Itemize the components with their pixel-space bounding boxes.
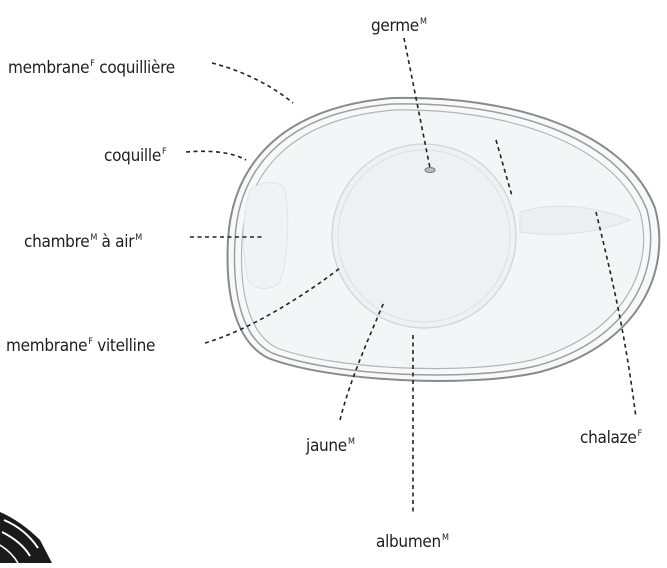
label-chalaze: chalazeF xyxy=(580,424,642,448)
label-membrane-vitelline: membraneF vitelline xyxy=(6,332,155,356)
air-chamber xyxy=(244,183,288,289)
label-coquille: coquilleF xyxy=(104,142,166,166)
yolk xyxy=(332,144,516,328)
label-jaune: jauneM xyxy=(306,432,355,456)
leader-coquille xyxy=(186,151,246,160)
wing-fragment xyxy=(0,512,52,563)
label-membrane-coquilliere: membraneF coquillière xyxy=(8,54,175,78)
leader-membrane-coquilliere xyxy=(212,63,293,103)
label-albumen: albumenM xyxy=(376,528,449,552)
germ-disc xyxy=(425,168,435,173)
label-germe: germeM xyxy=(371,12,427,36)
label-chambre-a-air: chambreM à airM xyxy=(24,228,142,252)
